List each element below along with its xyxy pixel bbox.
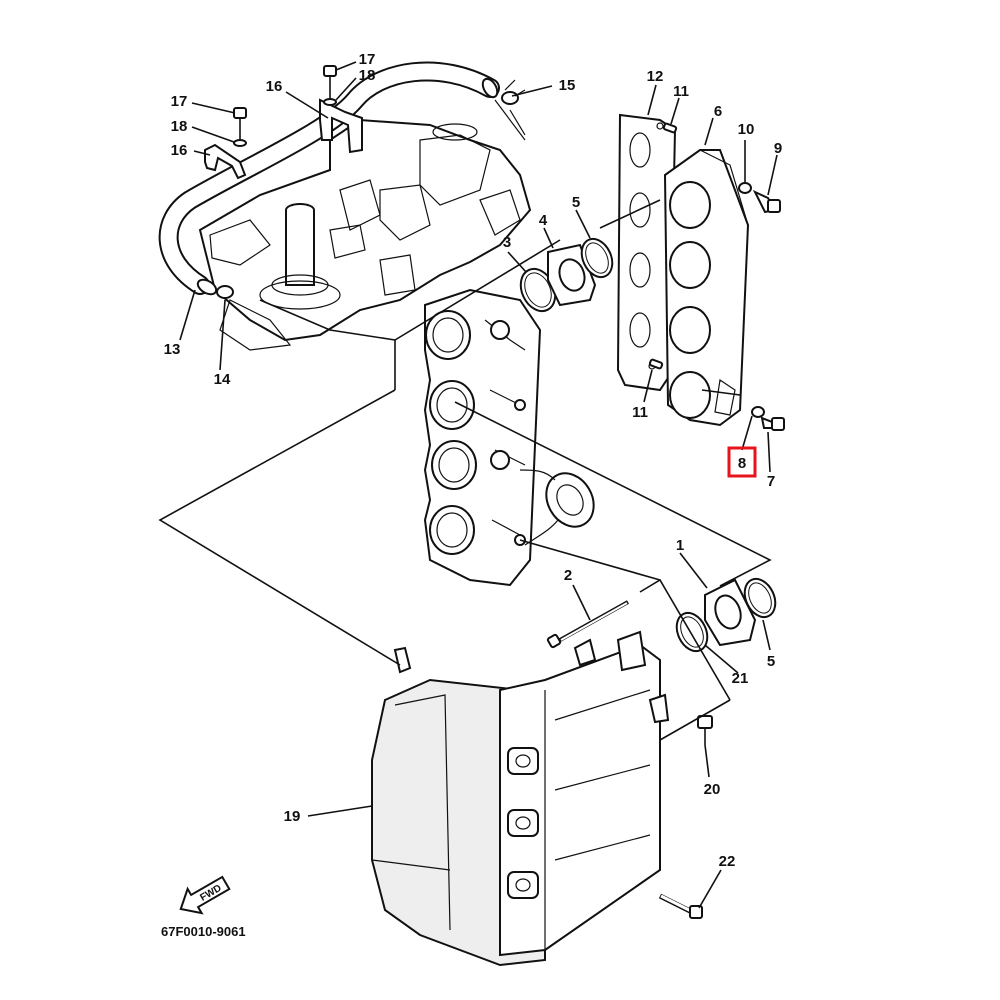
callout-16-left[interactable]: 16 — [171, 142, 188, 159]
callout-17-top[interactable]: 17 — [359, 51, 376, 68]
catalog-code: 67F0010-9061 — [161, 924, 246, 939]
callout-1[interactable]: 1 — [676, 537, 684, 554]
callout-4[interactable]: 4 — [539, 212, 548, 229]
callout-22[interactable]: 22 — [719, 853, 736, 870]
engine-block — [198, 118, 532, 351]
callout-numbers: 1 2 3 4 5 5 6 7 8 9 10 11 11 12 13 14 15… — [164, 51, 783, 870]
washer — [738, 182, 752, 194]
bolt — [752, 189, 781, 214]
callout-18-left[interactable]: 18 — [171, 118, 188, 135]
hose-bracket — [204, 98, 363, 180]
callout-8[interactable]: 8 — [738, 455, 746, 472]
breather-hose — [158, 61, 500, 296]
callout-16-top[interactable]: 16 — [266, 78, 283, 95]
forward-arrow-icon: FWD — [179, 875, 231, 915]
washer — [751, 406, 765, 418]
callout-19[interactable]: 19 — [284, 808, 301, 825]
callout-5-upper[interactable]: 5 — [572, 194, 580, 211]
long-bolt — [546, 600, 629, 649]
leader-lines — [179, 61, 778, 909]
callout-3[interactable]: 3 — [503, 234, 511, 251]
callout-5-lower[interactable]: 5 — [767, 653, 775, 670]
dowel-pin — [648, 122, 678, 370]
callout-10[interactable]: 10 — [738, 121, 755, 138]
bolt — [658, 893, 703, 919]
callout-21[interactable]: 21 — [732, 670, 749, 687]
callout-13[interactable]: 13 — [164, 341, 181, 358]
assembly-guide-lines — [158, 199, 772, 741]
callout-11-top[interactable]: 11 — [673, 83, 689, 100]
callout-11-bottom[interactable]: 11 — [632, 404, 648, 421]
callout-14[interactable]: 14 — [214, 371, 231, 388]
callout-12[interactable]: 12 — [647, 68, 664, 85]
callout-8-highlight-box — [727, 446, 757, 478]
accelerator-pump — [519, 469, 595, 546]
o-ring — [743, 577, 777, 619]
manifold-adapter-plate — [663, 149, 750, 427]
o-ring — [580, 237, 614, 279]
bolt — [697, 715, 713, 745]
callout-15[interactable]: 15 — [559, 77, 576, 94]
callout-9[interactable]: 9 — [774, 140, 782, 157]
o-ring — [675, 611, 709, 653]
gasket-plate — [616, 113, 677, 392]
o-ring — [519, 267, 557, 313]
bolt — [760, 416, 785, 431]
throttle-adapter — [704, 578, 757, 647]
callout-20[interactable]: 20 — [704, 781, 721, 798]
carburetor-assembly — [423, 288, 542, 587]
hose-clamp — [216, 285, 234, 299]
callout-6[interactable]: 6 — [714, 103, 722, 120]
callout-17-left[interactable]: 17 — [171, 93, 188, 110]
intake-silencer — [371, 630, 670, 967]
callout-18-top[interactable]: 18 — [359, 67, 376, 84]
callout-7[interactable]: 7 — [767, 473, 775, 490]
callout-2[interactable]: 2 — [564, 567, 572, 584]
